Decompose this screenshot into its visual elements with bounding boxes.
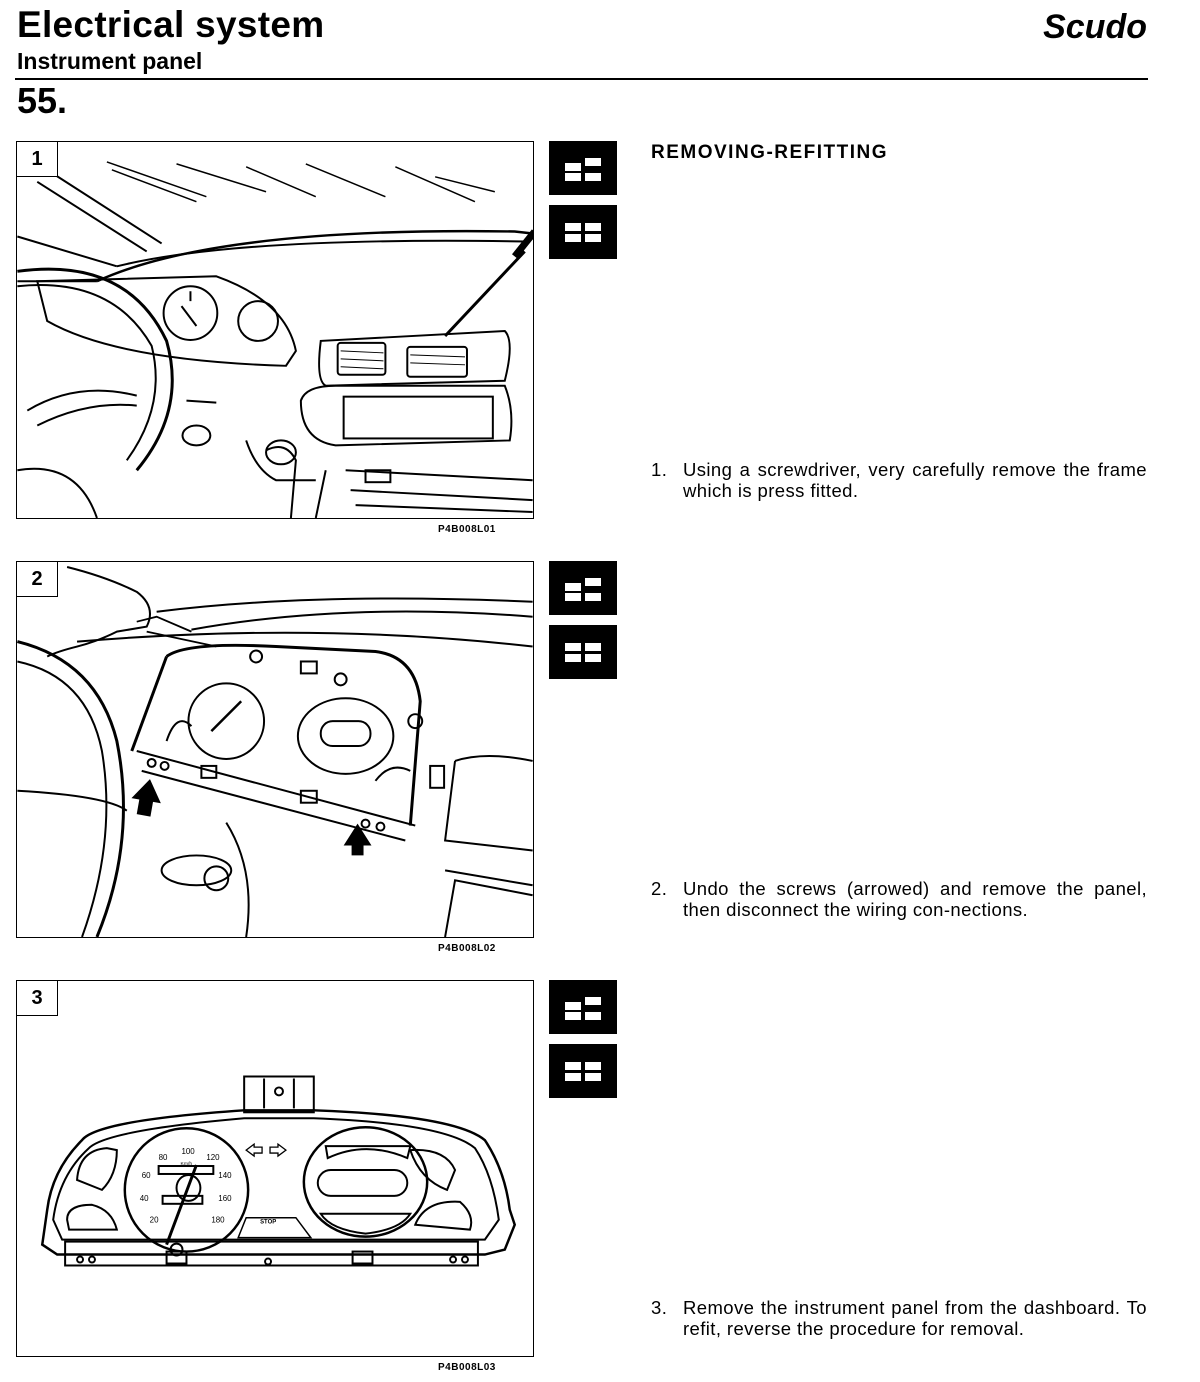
removal-symbol-icon (549, 561, 617, 615)
stop-warning-label: STOP (260, 1220, 276, 1226)
removal-symbol-icon (549, 141, 617, 195)
chapter-title: Electrical system (17, 4, 325, 45)
figure-number: 3 (17, 981, 58, 1016)
step-1: 1. Using a screwdriver, very carefully r… (651, 459, 1147, 501)
speed-tick-label: 120 (206, 1153, 220, 1162)
figure-code: P4B008L02 (438, 943, 496, 954)
refitting-symbol-icon (549, 1044, 617, 1098)
figure-number: 2 (17, 562, 58, 597)
removal-symbol-icon (549, 980, 617, 1034)
dashboard-illustration (17, 161, 533, 518)
figure-code: P4B008L01 (438, 524, 496, 535)
step-number: 1. (651, 459, 668, 480)
refitting-symbol-icon (549, 205, 617, 259)
vehicle-model: Scudo (1043, 8, 1147, 46)
speed-tick-label: 20 (150, 1216, 159, 1225)
speed-tick-label: 60 (142, 1171, 151, 1180)
step-text: Undo the screws (arrowed) and remove the… (683, 878, 1147, 920)
speed-scale: 20 40 60 80 100 120 140 160 180 Km/h (140, 1147, 232, 1225)
step-text: Remove the instrument panel from the das… (683, 1297, 1147, 1339)
figure-1: 1 (16, 141, 534, 519)
refitting-symbol-icon (549, 625, 617, 679)
step-2: 2. Undo the screws (arrowed) and remove … (651, 878, 1147, 920)
figure-2: 2 (16, 561, 534, 938)
step-3: 3. Remove the instrument panel from the … (651, 1297, 1147, 1339)
speed-tick-label: 180 (211, 1216, 225, 1225)
speed-tick-label: 80 (159, 1153, 168, 1162)
figure-3: 3 STOP (16, 980, 534, 1357)
speed-tick-label: 140 (218, 1171, 232, 1180)
header-divider (15, 78, 1148, 80)
speed-tick-label: 40 (140, 1194, 149, 1203)
step-number: 2. (651, 878, 668, 899)
figure-number: 1 (17, 142, 58, 177)
figure-code: P4B008L03 (438, 1362, 496, 1373)
speed-tick-label: 100 (181, 1147, 195, 1156)
speed-unit-label: Km/h (181, 1161, 193, 1167)
procedure-title: REMOVING-REFITTING (651, 142, 889, 163)
speed-tick-label: 160 (218, 1194, 232, 1203)
instrument-cluster-illustration: STOP 20 40 60 80 100 120 140 160 180 Km/… (40, 1075, 517, 1267)
panel-screws-illustration (17, 566, 533, 937)
page-number: 55. (17, 80, 68, 121)
step-text: Using a screwdriver, very carefully remo… (683, 459, 1147, 501)
section-subtitle: Instrument panel (17, 48, 203, 74)
step-number: 3. (651, 1297, 668, 1318)
